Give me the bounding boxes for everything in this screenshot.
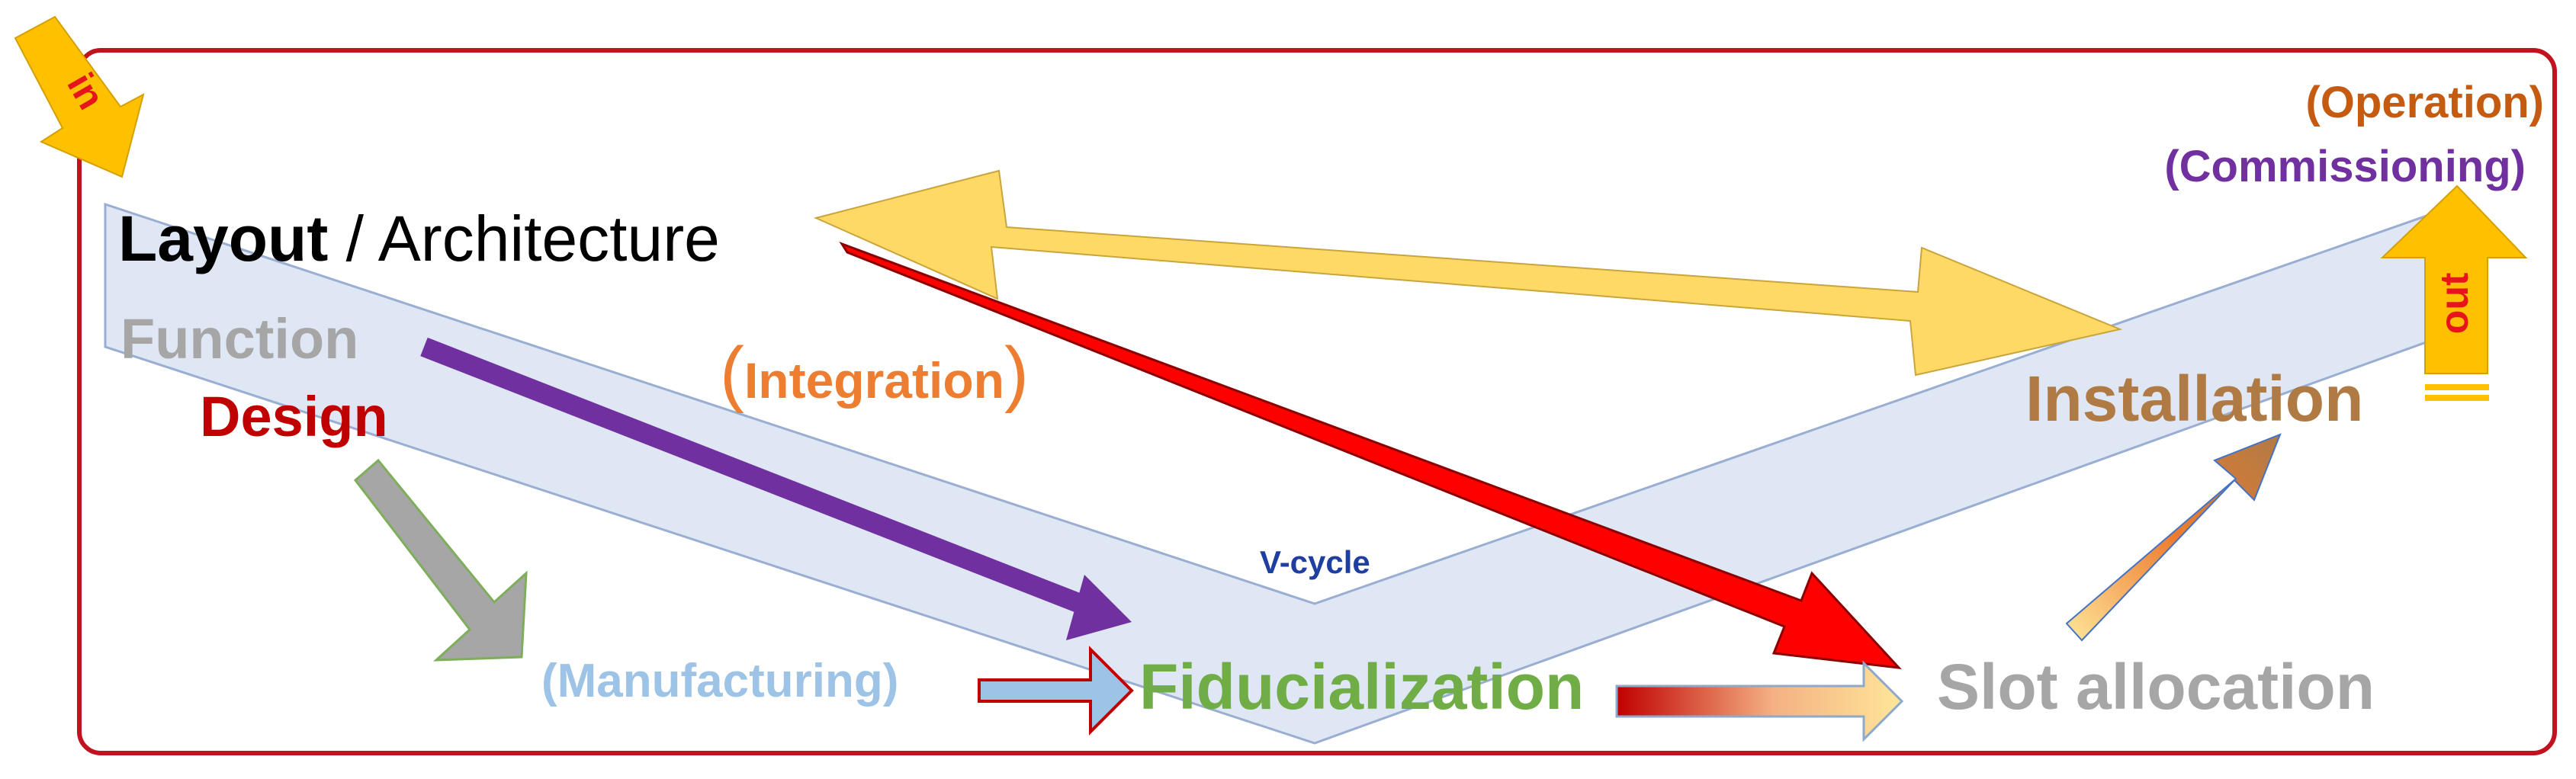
- integration-open-paren: (: [720, 332, 744, 414]
- integration-label: (Integration): [720, 332, 1029, 414]
- fiducialization-label: Fiducialization: [1139, 651, 1584, 723]
- out-arrow-stripe-2: [2425, 395, 2489, 401]
- double-arrow: [813, 169, 2123, 377]
- architecture-label: / Architecture: [328, 203, 720, 274]
- purple-arrow-shaft: [420, 337, 1103, 621]
- fiducialization-arrow: [1615, 660, 1904, 742]
- red-arrow: [839, 242, 1902, 669]
- vcycle-label: V-cycle: [1260, 544, 1370, 580]
- installation-label: Installation: [2025, 363, 2363, 434]
- slot-allocation-label: Slot allocation: [1937, 651, 2375, 723]
- purple-arrow-head: [1066, 575, 1132, 640]
- integration-close-paren: ): [1004, 332, 1029, 414]
- integration-text: Integration: [744, 352, 1004, 409]
- manufacturing-arrow: [978, 646, 1134, 736]
- in-arrow-icon: [14, 15, 145, 178]
- out-arrow-icon: [2380, 184, 2528, 374]
- out-label: out: [2433, 273, 2477, 335]
- gray-arrow: [353, 458, 528, 662]
- function-label: Function: [120, 307, 358, 370]
- commissioning-label: (Commissioning): [2164, 142, 2526, 191]
- design-label: Design: [200, 385, 388, 448]
- manufacturing-label: (Manufacturing): [541, 655, 898, 707]
- out-arrow-stripe-1: [2425, 384, 2489, 390]
- outer-frame: [77, 48, 2557, 755]
- layout-label: Layout: [118, 203, 328, 274]
- layout-architecture-label: Layout / Architecture: [118, 203, 720, 274]
- operation-label: (Operation): [2305, 78, 2544, 127]
- installation-arrow: [2065, 433, 2282, 642]
